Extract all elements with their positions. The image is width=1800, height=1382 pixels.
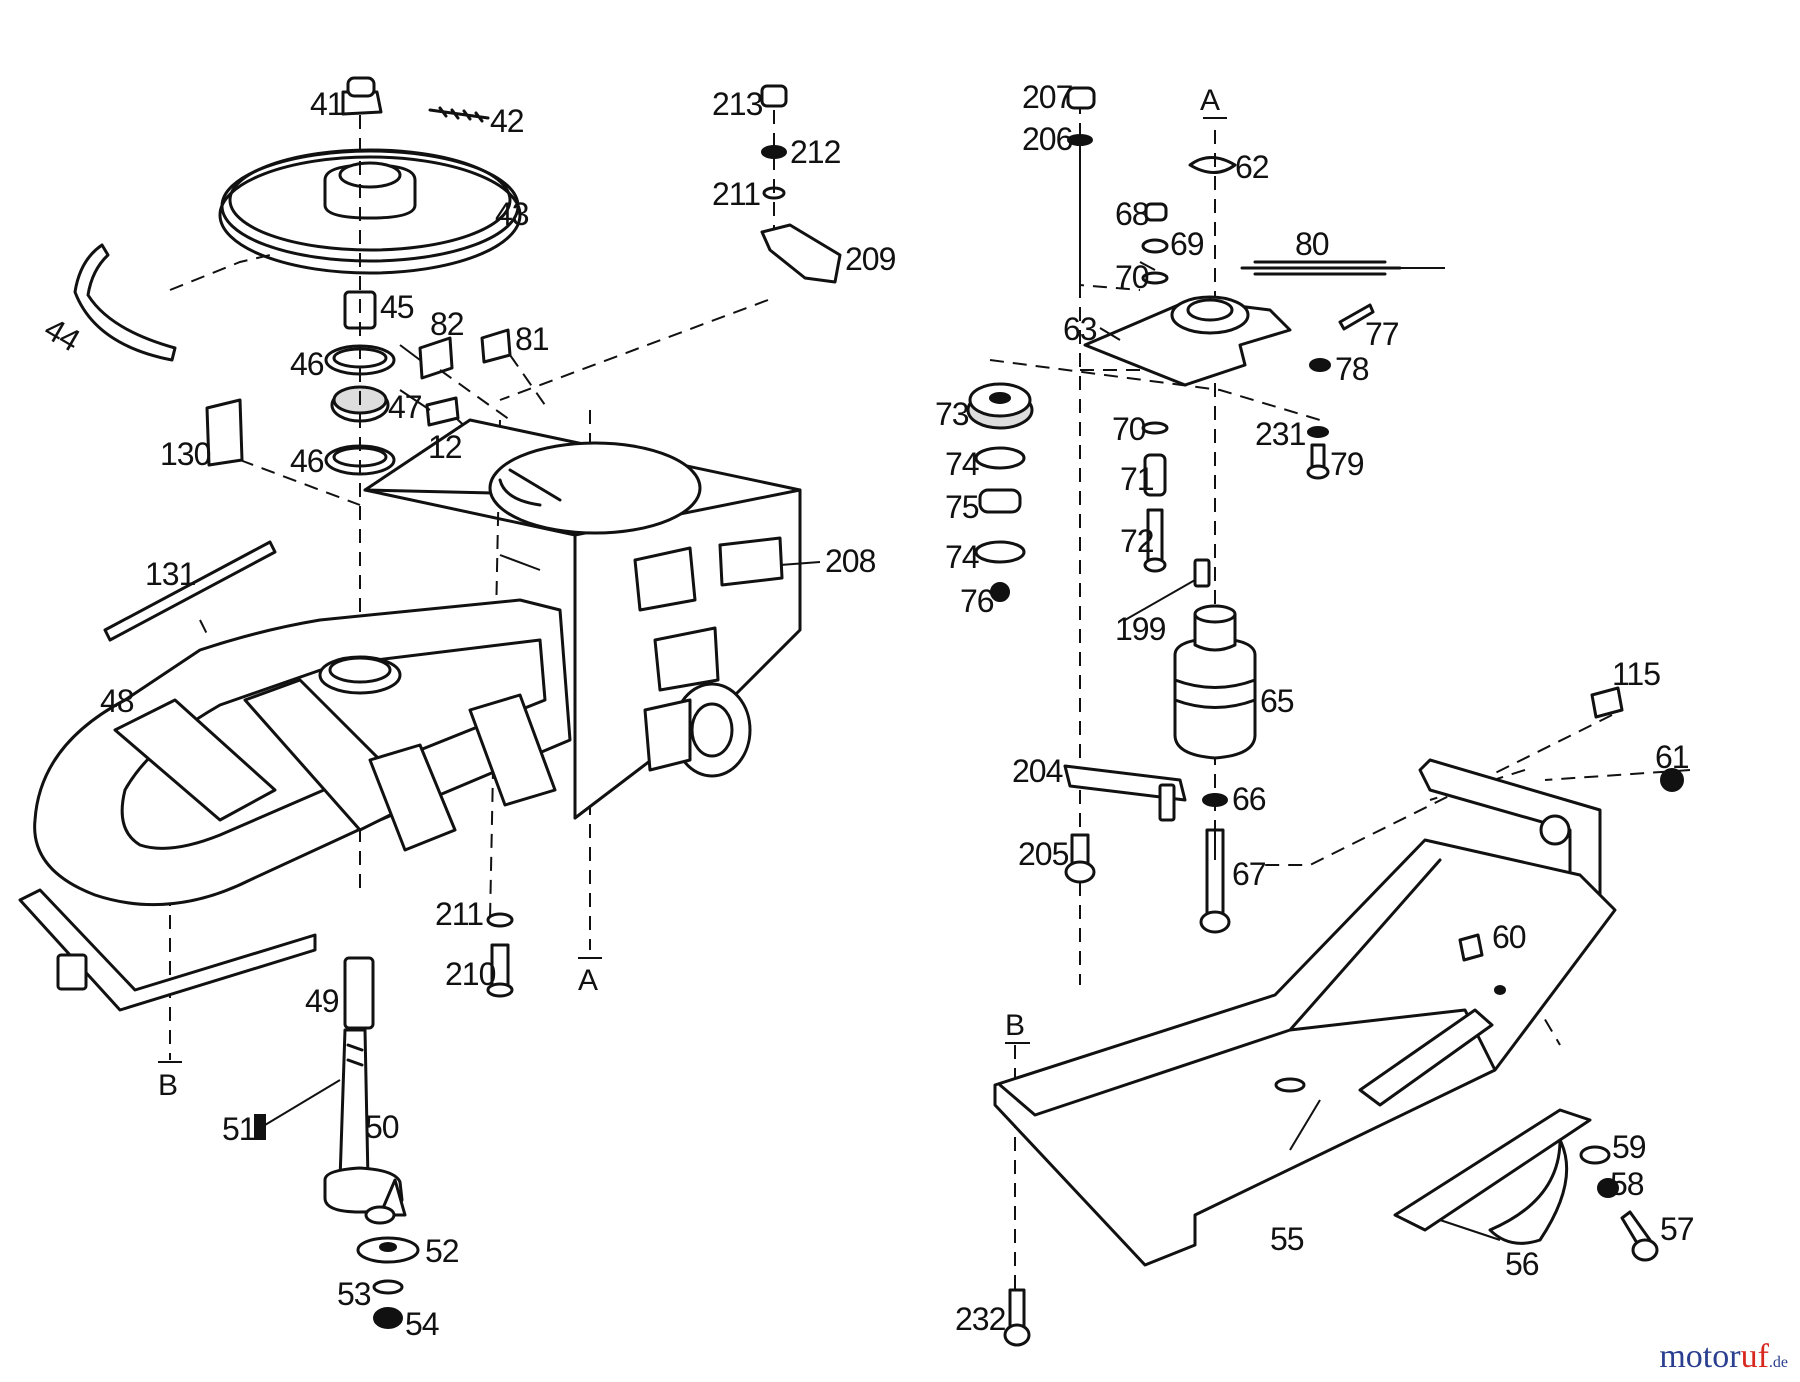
section-marker-b: B <box>158 1069 178 1102</box>
part-label: 59 <box>1612 1129 1646 1165</box>
part-label: 74 <box>945 539 979 575</box>
part-labels: 41 42 43 44 45 46 47 46 12 82 81 130 131… <box>38 79 1694 1342</box>
part-label: 211 <box>435 896 483 932</box>
watermark-logo: motoruf.de <box>1659 1338 1788 1376</box>
part-label: 208 <box>825 543 876 579</box>
part-label: 55 <box>1270 1221 1304 1257</box>
part-label: 213 <box>712 86 763 122</box>
part-label: 66 <box>1232 781 1266 817</box>
part-label: 68 <box>1115 196 1149 232</box>
part-label: 78 <box>1335 351 1369 387</box>
part-label: 72 <box>1120 523 1154 559</box>
part-label: 70 <box>1112 411 1146 447</box>
watermark-tld: .de <box>1768 1354 1788 1371</box>
part-label: 50 <box>365 1109 399 1145</box>
section-markers: A A A B B <box>158 84 1227 1102</box>
part-label: 81 <box>515 321 549 357</box>
part-label: 51 <box>222 1111 256 1147</box>
part-label: 80 <box>1295 226 1329 262</box>
part-label: 71 <box>1120 461 1154 497</box>
part-label: 62 <box>1235 149 1269 185</box>
part-label: 53 <box>337 1276 371 1312</box>
part-label: 46 <box>290 346 324 382</box>
part-label: 49 <box>305 983 339 1019</box>
part-label: 204 <box>1012 753 1063 789</box>
left-assembly <box>18 76 842 1329</box>
leader-lines <box>399 261 1501 1241</box>
part-label: 48 <box>100 683 134 719</box>
part-label: 210 <box>445 956 496 992</box>
part-label: 79 <box>1330 446 1364 482</box>
section-marker-b: B <box>1005 1009 1025 1042</box>
part-label: 42 <box>490 103 524 139</box>
part-label: 231 <box>1255 416 1306 452</box>
part-label: 82 <box>430 306 464 342</box>
part-label: 199 <box>1115 611 1166 647</box>
part-label: 47 <box>388 389 422 425</box>
part-label: 131 <box>145 556 196 592</box>
part-label: 232 <box>955 1301 1006 1337</box>
part-label: 69 <box>1170 226 1204 262</box>
part-label: 54 <box>405 1306 439 1342</box>
part-label: 212 <box>790 134 841 170</box>
part-label: 67 <box>1232 856 1266 892</box>
part-label: 57 <box>1660 1211 1694 1247</box>
part-label: 52 <box>425 1233 459 1269</box>
part-label: 211 <box>712 176 760 212</box>
part-label: 73 <box>935 396 969 432</box>
part-label: 43 <box>495 196 529 232</box>
part-label: 46 <box>290 443 324 479</box>
part-label: 44 <box>38 310 85 358</box>
part-label: 75 <box>945 489 979 525</box>
part-label: 209 <box>845 241 896 277</box>
watermark-accent: uf <box>1740 1338 1769 1375</box>
part-label: 74 <box>945 446 979 482</box>
part-label: 60 <box>1492 919 1526 955</box>
part-label: 205 <box>1018 836 1069 872</box>
part-label: 63 <box>1063 311 1097 347</box>
section-marker-a: A <box>1200 84 1220 117</box>
part-label: 206 <box>1022 121 1073 157</box>
part-label: 41 <box>310 86 344 122</box>
part-label: 45 <box>380 289 414 325</box>
part-label: 61 <box>1655 739 1689 775</box>
right-bottom-assembly <box>993 686 1691 1347</box>
part-label: 65 <box>1260 683 1294 719</box>
part-label: 70 <box>1115 259 1149 295</box>
section-marker-a: A <box>578 964 598 997</box>
part-label: 130 <box>160 436 211 472</box>
part-label: 76 <box>960 583 994 619</box>
watermark-main: motor <box>1659 1338 1741 1375</box>
part-label: 115 <box>1612 656 1660 692</box>
part-label: 77 <box>1365 316 1399 352</box>
part-label: 207 <box>1022 79 1073 115</box>
part-label: 12 <box>428 429 462 465</box>
part-label: 58 <box>1610 1166 1644 1202</box>
right-top-assembly <box>966 86 1410 985</box>
part-label: 56 <box>1505 1246 1539 1282</box>
